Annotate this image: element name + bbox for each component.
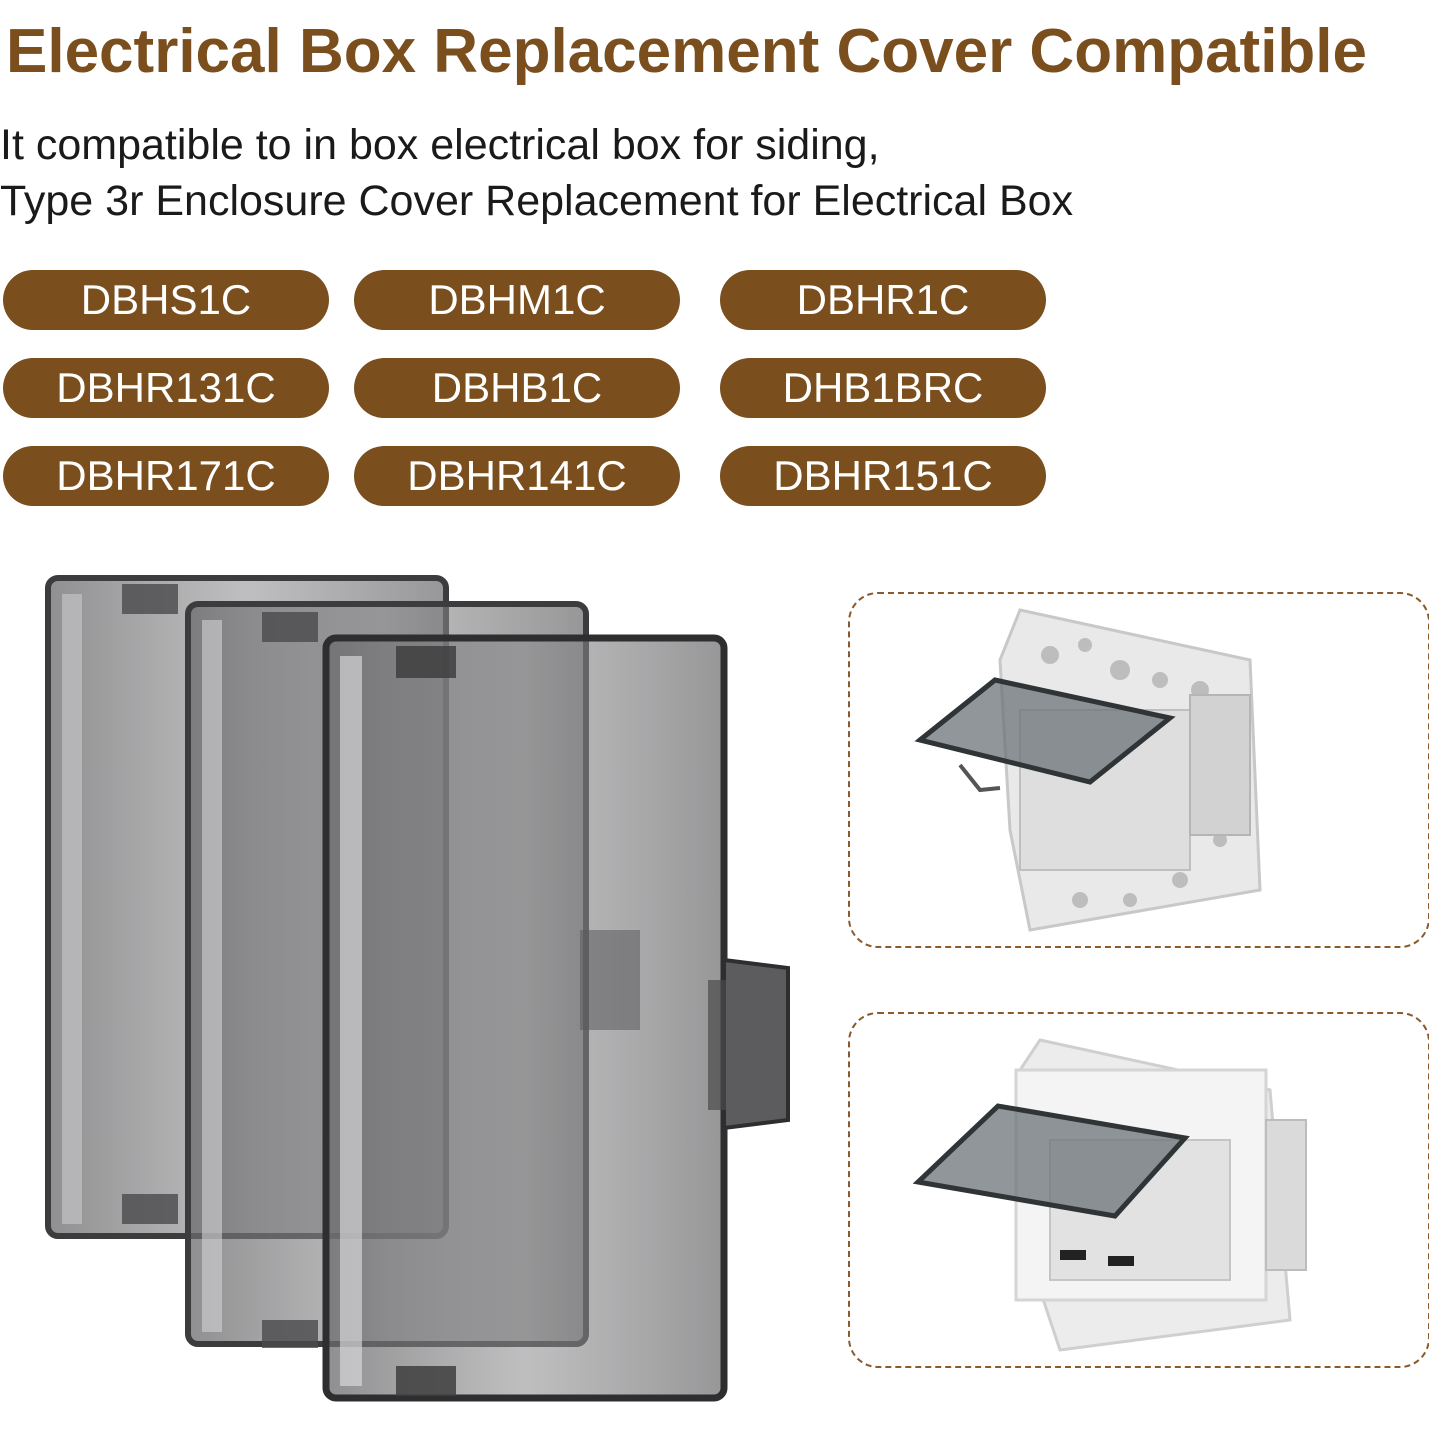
model-badge: DBHM1C — [354, 270, 680, 330]
installed-box-mount-image — [912, 1038, 1307, 1352]
model-badge: DBHR141C — [354, 446, 680, 506]
model-badge: DBHR131C — [3, 358, 329, 418]
cover-front — [322, 634, 790, 1402]
model-badge: DBHB1C — [354, 358, 680, 418]
model-badge: DBHR171C — [3, 446, 329, 506]
replacement-covers-illustration — [45, 575, 790, 1402]
model-badge: DBHS1C — [3, 270, 329, 330]
subtitle-line-1: It compatible to in box electrical box f… — [0, 121, 880, 169]
installed-box-siding-image — [914, 608, 1262, 932]
model-badge: DBHR1C — [720, 270, 1046, 330]
subtitle-line-2: Type 3r Enclosure Cover Replacement for … — [0, 177, 1074, 225]
page-title: Electrical Box Replacement Cover Compati… — [6, 17, 1368, 86]
model-badge: DHB1BRC — [720, 358, 1046, 418]
model-badge: DBHR151C — [720, 446, 1046, 506]
